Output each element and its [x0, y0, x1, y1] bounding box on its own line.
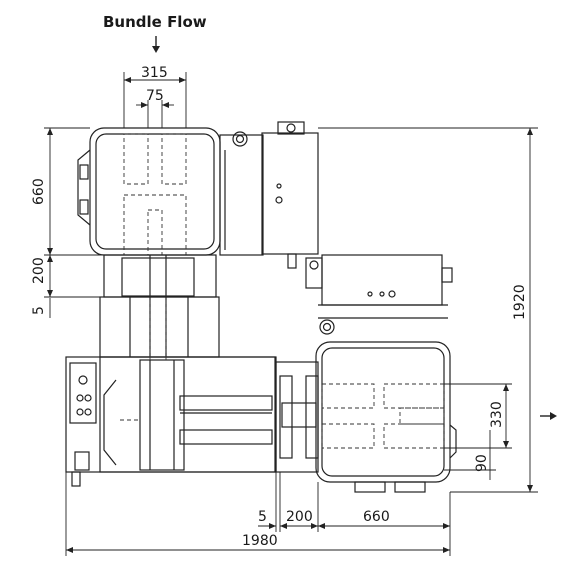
dim-right-90: 90 — [474, 454, 490, 472]
dim-bottom-660: 660 — [363, 509, 390, 525]
right-hidden-lines — [321, 383, 445, 449]
dim-right-330: 330 — [489, 401, 505, 428]
chute-section — [99, 254, 220, 358]
connector-section — [275, 361, 319, 473]
right-hopper-unit — [315, 341, 457, 493]
dim-left-5: 5 — [31, 306, 47, 315]
diagram-title: Bundle Flow — [103, 13, 207, 31]
dim-top-75: 75 — [146, 88, 164, 104]
dimension-lines — [44, 72, 538, 556]
lower-left-unit — [65, 356, 277, 487]
upper-hidden-lines — [123, 133, 187, 256]
arrow-right-icon — [540, 412, 557, 420]
dim-right-1920: 1920 — [512, 284, 528, 320]
dim-left-660: 660 — [31, 178, 47, 205]
dim-top-315: 315 — [141, 65, 168, 81]
dim-bottom-200: 200 — [286, 509, 313, 525]
upper-hopper-unit — [77, 121, 319, 269]
arrow-down-icon — [152, 36, 160, 53]
right-cabinet — [305, 254, 453, 335]
lower-left-hidden-lines — [120, 300, 167, 421]
dim-left-200: 200 — [31, 257, 47, 284]
dim-bottom-1980: 1980 — [242, 533, 278, 549]
dim-bottom-5: 5 — [258, 509, 267, 525]
